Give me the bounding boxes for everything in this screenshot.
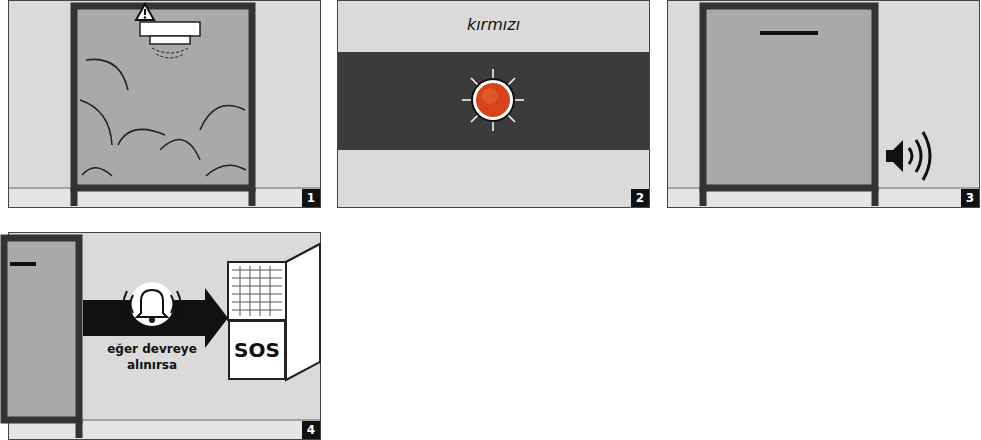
panel-3 bbox=[668, 1, 980, 208]
color-label: kırmızı bbox=[337, 12, 650, 38]
sos-text: SOS bbox=[234, 338, 280, 362]
condition-note: eğer devreye alınırsa bbox=[90, 340, 214, 376]
panel-2 bbox=[338, 1, 650, 208]
callout-number: 4 bbox=[302, 421, 320, 439]
panel-4 bbox=[4, 233, 321, 440]
sos-box: SOS bbox=[228, 320, 286, 380]
callout-number: 2 bbox=[631, 189, 649, 207]
callout-number: 3 bbox=[961, 189, 979, 207]
panel-1 bbox=[9, 1, 321, 208]
callout-number: 1 bbox=[302, 189, 320, 207]
